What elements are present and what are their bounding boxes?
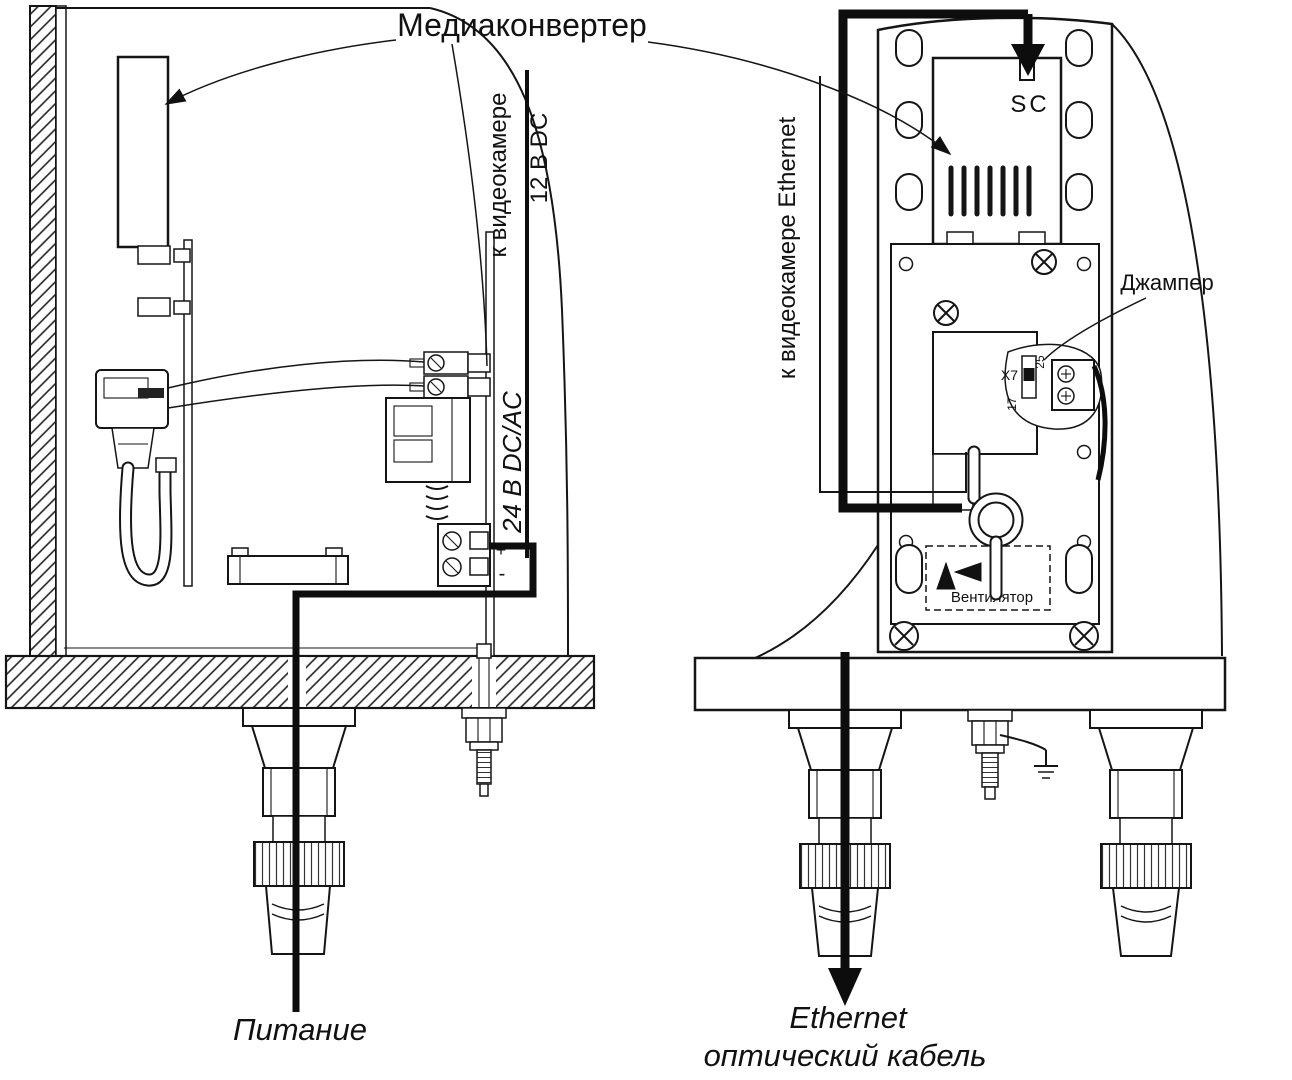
dc12-label: 12 В DC bbox=[526, 113, 553, 204]
connector-assembly bbox=[95, 369, 169, 469]
board-mounting-plate bbox=[183, 239, 193, 587]
connector-contact bbox=[138, 388, 164, 398]
enclosure-wall-inner bbox=[55, 5, 67, 657]
camera-cable-line bbox=[451, 43, 488, 367]
cable-gland-spare bbox=[1089, 709, 1203, 957]
spring-contact bbox=[425, 485, 449, 520]
jumper-callout-label: Джампер bbox=[1120, 270, 1213, 295]
media-converter-board-side bbox=[116, 55, 170, 249]
ethernet-cable-label-line2: оптический кабель bbox=[704, 1038, 987, 1073]
jumper-pin-17-label: 17 bbox=[1005, 397, 1019, 411]
front-view: SC bbox=[693, 9, 1227, 1073]
converter-foot-right bbox=[1018, 231, 1046, 245]
enclosure-wall-section bbox=[29, 5, 57, 657]
phillips-screw-upper-left bbox=[933, 300, 959, 326]
wires-to-terminals bbox=[167, 359, 425, 409]
camera-ethernet-cable bbox=[819, 76, 967, 493]
to-camera-ethernet-label: к видеокамере Ethernet bbox=[774, 117, 801, 380]
title-callout: Медиаконвертер bbox=[164, 7, 952, 156]
dc24-label: 24 В DC/AC bbox=[497, 391, 527, 534]
mounting-bracket bbox=[227, 547, 349, 585]
jumper-terminal-block bbox=[1051, 359, 1095, 411]
title-leader-left bbox=[164, 39, 397, 105]
jumper-block bbox=[1023, 368, 1035, 381]
converter-foot-left bbox=[946, 231, 974, 245]
housing-outline-left bbox=[754, 544, 879, 659]
terminal-block-lower bbox=[437, 523, 491, 587]
power-supply-unit bbox=[385, 397, 471, 483]
base-plate-front bbox=[693, 656, 1227, 712]
bracket-holes bbox=[898, 256, 1092, 550]
ethernet-cable-label-line1: Ethernet bbox=[789, 1000, 908, 1035]
ventilation-slits bbox=[948, 165, 1032, 217]
board-standoffs bbox=[137, 245, 191, 317]
minus-polarity-label: - bbox=[499, 563, 506, 585]
title-leader-right bbox=[647, 41, 952, 156]
phillips-screw-upper-right bbox=[1031, 249, 1057, 275]
cable-service-loop bbox=[967, 445, 1024, 601]
housing-outline-side bbox=[429, 7, 569, 657]
terminal-block-upper bbox=[409, 351, 491, 399]
jumper-ref-label: X7 bbox=[1001, 367, 1018, 383]
phillips-screw-bottom-left bbox=[889, 621, 919, 651]
housing-outline-right bbox=[1111, 23, 1223, 657]
diagram-title: Медиаконвертер bbox=[397, 7, 647, 43]
jumper-pin-25-label: 25 bbox=[1033, 355, 1047, 369]
ground-bolt-side bbox=[461, 643, 507, 797]
plus-polarity-label: + bbox=[496, 540, 507, 560]
jumper-detail: X7 25 17 bbox=[1001, 343, 1108, 481]
optical-ethernet-cable bbox=[828, 9, 1045, 1006]
power-cable bbox=[292, 542, 537, 1012]
terminal-wire bbox=[1091, 364, 1108, 481]
optical-cable-arrow-bottom bbox=[828, 968, 862, 1006]
side-view: + - bbox=[4, 5, 596, 1047]
power-cable-label: Питание bbox=[233, 1012, 367, 1047]
cable-loop-tube bbox=[119, 457, 177, 587]
phillips-screw-bottom-right bbox=[1069, 621, 1099, 651]
plate-slot-lower-left bbox=[895, 544, 923, 594]
to-camera-label: к видеокамере bbox=[485, 93, 512, 258]
sc-port-label: SC bbox=[1010, 91, 1049, 118]
tube-end-connector bbox=[155, 457, 177, 473]
optical-cable-arrow-top bbox=[1011, 44, 1045, 76]
ground-stud bbox=[967, 709, 1013, 800]
base-bolt-hole bbox=[472, 657, 496, 707]
ground-symbol bbox=[999, 734, 1058, 779]
plate-slot-lower-right bbox=[1065, 544, 1093, 594]
jumper-leader-line bbox=[1043, 297, 1147, 361]
